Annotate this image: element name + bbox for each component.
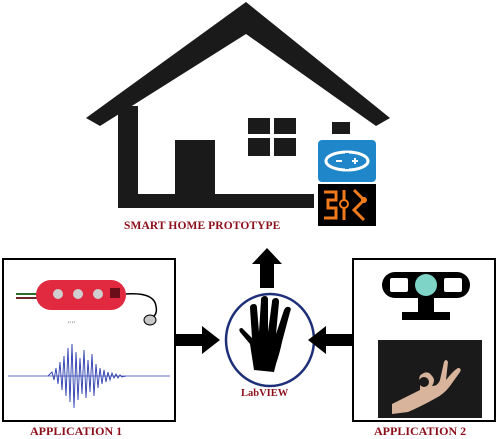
circuit-icon (318, 184, 376, 226)
svg-text:‘’ ‘’: ‘’ ‘’ (68, 322, 75, 328)
house-floor (118, 194, 314, 208)
labview-label: LabVIEW (241, 388, 289, 399)
arrow-right-icon (176, 326, 220, 354)
emg-sensor-board: ‘’ ‘’ (16, 280, 158, 328)
house-roof (86, 2, 390, 126)
house-left-wall (118, 106, 138, 208)
house-door (175, 140, 215, 200)
house-diagram (86, 2, 390, 208)
hand-gesture-photo (378, 340, 482, 418)
house-title: SMART HOME PROTOTYPE (124, 220, 281, 232)
application-2-title: APPLICATION 2 (374, 424, 467, 438)
kinect-camera-icon (382, 272, 470, 320)
house-window (248, 118, 296, 156)
application-1-panel (2, 258, 176, 422)
up-arrow-icon (252, 248, 282, 288)
labview-hand-icon (224, 292, 316, 388)
arrow-left-icon (308, 326, 352, 354)
application-1-title: APPLICATION 1 (30, 424, 123, 438)
arduino-icon (318, 140, 376, 182)
waveform-signal (8, 343, 170, 409)
